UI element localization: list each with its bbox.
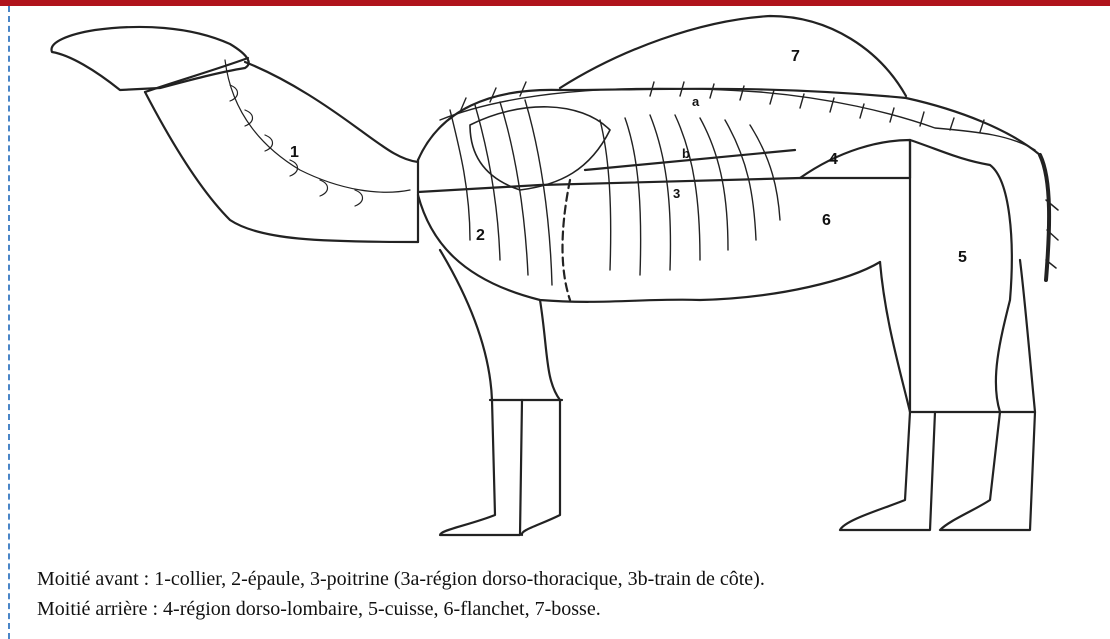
hind-leg-1 bbox=[840, 262, 935, 530]
thigh-outline bbox=[910, 140, 1012, 412]
flank-boundary bbox=[800, 140, 910, 178]
label-dorso-lombaire: 4 bbox=[829, 151, 838, 168]
front-leg-2 bbox=[522, 300, 560, 535]
camel-cut-diagram: 1 2 3 a b 4 5 6 7 bbox=[30, 12, 1090, 547]
label-bosse: 7 bbox=[791, 48, 800, 65]
collier-boundary-front bbox=[145, 58, 248, 92]
figure-caption: Moitié avant : 1-collier, 2-épaule, 3-po… bbox=[37, 564, 1097, 624]
label-epaule: 2 bbox=[476, 227, 485, 244]
head-outline bbox=[52, 27, 249, 90]
chest-line bbox=[418, 195, 880, 302]
neck-vertebrae bbox=[225, 60, 410, 206]
left-dashed-border bbox=[8, 6, 10, 639]
shoulder-back bbox=[563, 180, 571, 300]
top-border bbox=[0, 0, 1110, 6]
hump-outline bbox=[560, 16, 906, 96]
label-flanchet: 6 bbox=[822, 212, 831, 229]
label-dorso-thoracique: a bbox=[692, 94, 700, 109]
front-leg-1 bbox=[440, 250, 522, 535]
label-train-de-cote: b bbox=[682, 146, 690, 161]
hind-leg-2 bbox=[940, 260, 1035, 530]
label-poitrine: 3 bbox=[673, 186, 680, 201]
caption-front-half: Moitié avant : 1-collier, 2-épaule, 3-po… bbox=[37, 564, 1097, 594]
label-cuisse: 5 bbox=[958, 249, 967, 266]
neck-outline-bottom bbox=[145, 92, 418, 242]
caption-rear-half: Moitié arrière : 4-région dorso-lombaire… bbox=[37, 594, 1097, 624]
ribs bbox=[450, 100, 780, 285]
label-collier: 1 bbox=[290, 144, 299, 161]
